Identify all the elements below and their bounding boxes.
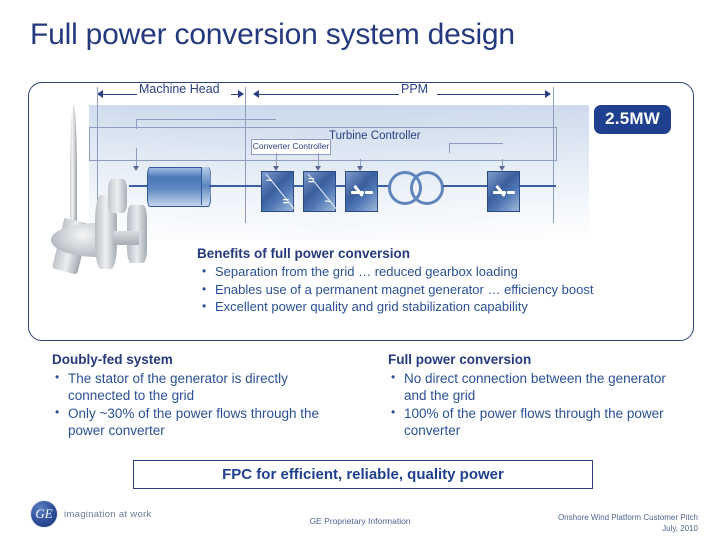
- machine-head-line-right: [231, 94, 239, 95]
- drop-arrow-breaker2: [499, 166, 505, 171]
- callout-text: FPC for efficient, reliable, quality pow…: [222, 466, 504, 483]
- route-line-top-drop: [136, 119, 137, 129]
- ppm-line-left: [259, 94, 399, 95]
- ge-logo-icon: GE: [30, 500, 58, 528]
- breaker2-terminal-icon: [507, 191, 515, 194]
- column-doubly-fed: Doubly-fed system The stator of the gene…: [52, 352, 352, 440]
- bus-inverter-to-breaker1: [334, 185, 345, 187]
- span-label-machine-head: Machine Head: [139, 82, 220, 96]
- block-inverter: = ~: [303, 171, 339, 212]
- bus-gen-to-rectifier: [209, 185, 261, 187]
- drop-arrow-inverter: [315, 166, 321, 171]
- machine-head-line-left: [103, 94, 137, 95]
- ppm-arrow-left: [253, 90, 259, 98]
- drop-line-generator: [136, 148, 137, 166]
- footer-right-line1: Onshore Wind Platform Customer Pitch: [557, 513, 698, 522]
- drive-shaft: [113, 231, 139, 245]
- rectifier-bottom-symbol: =: [282, 196, 289, 208]
- ge-tagline: imagination at work: [64, 509, 152, 520]
- list-item: No direct connection between the generat…: [388, 369, 688, 404]
- generator: [147, 167, 211, 207]
- turbine-controller-label: Turbine Controller: [329, 130, 421, 142]
- bus-breaker1-to-transformer: [376, 185, 390, 187]
- callout-box: FPC for efficient, reliable, quality pow…: [133, 460, 593, 489]
- drop-arrow-generator: [133, 166, 139, 171]
- boundary-bar-right: [553, 87, 554, 223]
- column-full-power-conversion: Full power conversion No direct connecti…: [388, 352, 688, 440]
- drop-line-breaker1: [360, 159, 361, 166]
- boundary-bar-left: [97, 87, 98, 223]
- footer-center-text: GE Proprietary Information: [309, 516, 411, 526]
- page-title: Full power conversion system design: [30, 18, 515, 51]
- span-label-ppm: PPM: [401, 82, 429, 96]
- drop-arrow-breaker1: [357, 166, 363, 171]
- ppm-arrow-right: [545, 90, 551, 98]
- column-left-heading: Doubly-fed system: [52, 352, 173, 367]
- bus-dc-link: [292, 185, 303, 187]
- footer-right-text: Onshore Wind Platform Customer Pitch Jul…: [558, 512, 698, 534]
- route-line-right-drop: [449, 143, 450, 153]
- converter-controller-box: Converter Controller: [251, 139, 331, 155]
- inverter-top-symbol: =: [308, 175, 315, 187]
- gearbox-secondary: [108, 179, 127, 213]
- benefits-item: Enables use of a permanent magnet genera…: [197, 281, 657, 299]
- span-indicators: Machine Head PPM: [29, 82, 693, 223]
- inverter-bottom-symbol: ~: [324, 196, 331, 208]
- drop-arrow-rectifier: [273, 166, 279, 171]
- block-breaker-2: [487, 171, 520, 212]
- turbine-controller-box: [89, 127, 557, 161]
- transformer-coil-secondary: [410, 171, 444, 205]
- list-item: 100% of the power flows through the powe…: [388, 404, 688, 439]
- bus-grid-output: [518, 185, 556, 187]
- rectifier-top-symbol: ~: [266, 175, 273, 187]
- footer-right-line2: July, 2010: [662, 524, 698, 533]
- benefits-block: Benefits of full power conversion Separa…: [197, 246, 657, 317]
- route-line-top: [136, 119, 276, 120]
- block-rectifier: ~ =: [261, 171, 297, 212]
- breaker1-terminal-icon: [365, 191, 373, 194]
- benefits-heading: Benefits of full power conversion: [197, 246, 411, 261]
- power-rating-badge: 2.5MW: [594, 105, 671, 134]
- drop-line-breaker2: [502, 159, 503, 166]
- rotor-hub-disc: [95, 195, 117, 269]
- list-item: The stator of the generator is directly …: [52, 369, 352, 404]
- benefits-item: Excellent power quality and grid stabili…: [197, 298, 657, 316]
- turbine-blade-upper: [70, 105, 77, 225]
- route-line-right: [449, 143, 503, 144]
- drop-line-rectifier: [276, 153, 277, 166]
- diagram-panel: Machine Head PPM Turbine Controller Conv…: [28, 82, 694, 341]
- drop-line-inverter: [318, 153, 319, 166]
- boundary-bar-mid: [245, 87, 246, 223]
- ppm-line-right: [437, 94, 545, 95]
- benefits-item: Separation from the grid … reduced gearb…: [197, 263, 657, 281]
- machine-head-arrow-left: [97, 90, 103, 98]
- list-item: Only ~30% of the power flows through the…: [52, 404, 352, 439]
- machine-head-arrow-right: [238, 90, 244, 98]
- block-breaker-1: [345, 171, 378, 212]
- bus-transformer-to-breaker2: [443, 185, 487, 187]
- column-right-heading: Full power conversion: [388, 352, 532, 367]
